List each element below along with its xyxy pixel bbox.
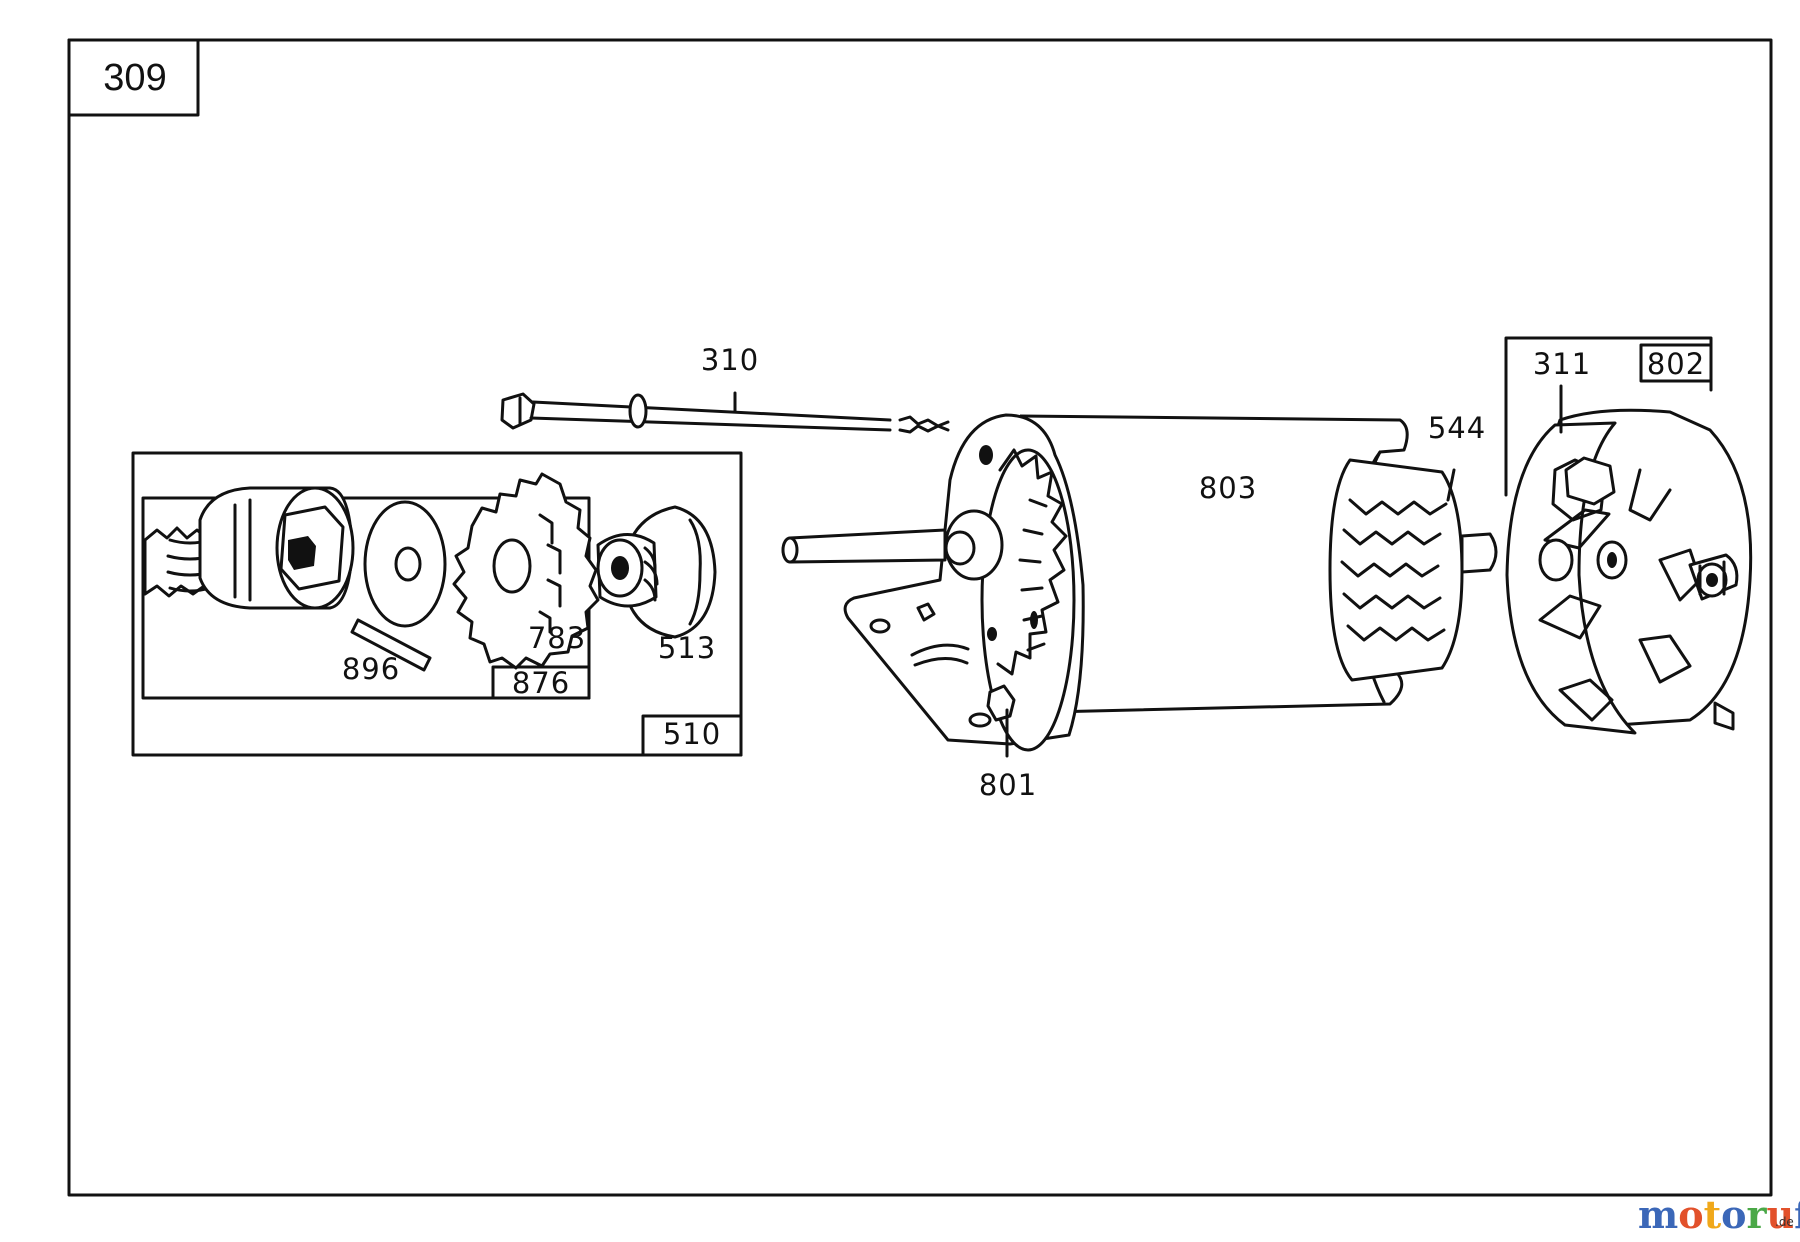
label-801: 801	[979, 768, 1037, 802]
svg-text:motoruf: motoruf	[1638, 1192, 1800, 1237]
drive-end-cap-801	[781, 413, 1085, 758]
label-783: 783	[528, 621, 586, 655]
svg-text:.de: .de	[1775, 1215, 1794, 1229]
watermark-letter: o	[1721, 1192, 1746, 1237]
through-bolt-310	[500, 391, 950, 434]
pin-896	[350, 618, 432, 672]
washer	[363, 500, 447, 628]
label-510: 510	[663, 717, 721, 751]
watermark-letter: f	[1794, 1192, 1800, 1237]
figure-number: 309	[103, 57, 166, 99]
label-896: 896	[342, 652, 400, 686]
watermark-letter: m	[1638, 1192, 1678, 1237]
watermark-letter: r	[1747, 1192, 1768, 1237]
label-544: 544	[1428, 411, 1486, 445]
drive-pinion	[143, 486, 355, 610]
watermark-letter: t	[1704, 1192, 1722, 1237]
drive-assembly-510	[131, 451, 743, 757]
watermark-letter: o	[1678, 1192, 1703, 1237]
watermark-letter: u	[1767, 1192, 1795, 1237]
end-cap-assembly-802	[1504, 336, 1753, 735]
label-513: 513	[658, 631, 716, 665]
armature-544	[1328, 458, 1498, 682]
label-876: 876	[512, 666, 570, 700]
watermark-logo: motoruf .de	[1638, 1192, 1800, 1237]
diagram-frame	[67, 38, 1773, 1197]
label-311: 311	[1533, 347, 1591, 381]
label-803: 803	[1199, 471, 1257, 505]
label-802: 802	[1647, 347, 1705, 381]
gear-783	[452, 472, 600, 670]
spring-retainer-513	[596, 505, 717, 639]
figure-number-box	[67, 38, 200, 117]
box-510	[131, 451, 743, 757]
label-310: 310	[701, 343, 759, 377]
tag-510	[641, 714, 743, 757]
tag-802	[1639, 343, 1713, 383]
